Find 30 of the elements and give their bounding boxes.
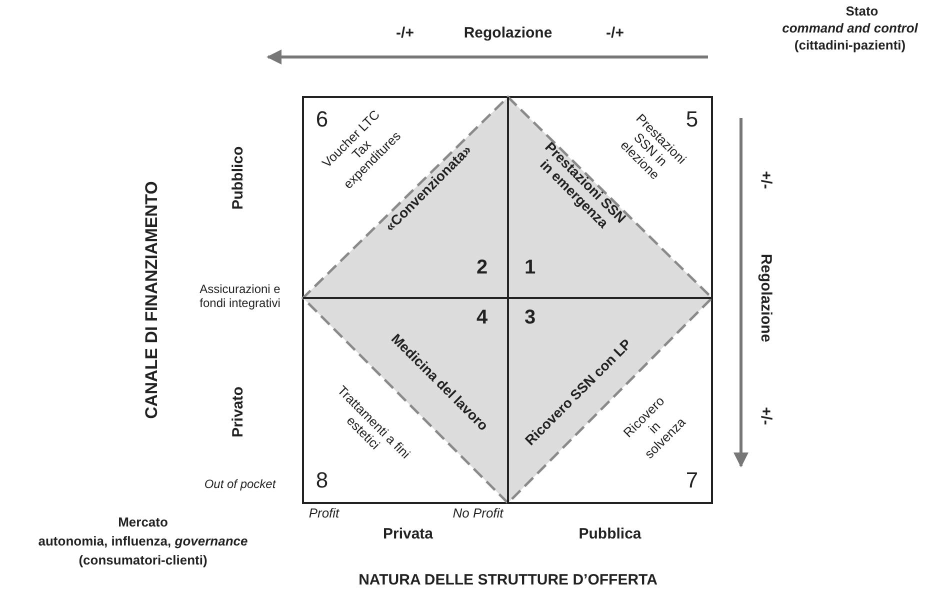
quadrant-number: 2 [476, 256, 488, 280]
quadrant-number: 4 [476, 306, 488, 330]
quadrant-number: 8 [316, 467, 328, 493]
heading-text: autonomia, influenza, governance [38, 534, 248, 550]
heading-text: command and control [782, 22, 918, 36]
axis-label: Regolazione [757, 254, 775, 342]
axis-label: Privata [382, 525, 434, 543]
axis-label: Regolazione [464, 24, 552, 42]
axis-tick-label: No Profit [452, 506, 504, 522]
heading-text: (cittadini-pazienti) [794, 38, 906, 54]
quadrant-number: 5 [686, 106, 698, 132]
sign-label: -/+ [396, 24, 414, 42]
side-note: Assicurazioni e fondi integrativi [198, 283, 282, 311]
axis-label: Pubblica [578, 525, 642, 543]
axis-title: NATURA DELLE STRUTTURE D’OFFERTA [358, 571, 658, 589]
axis-tick-label: Profit [308, 506, 340, 522]
quadrant-number: 1 [524, 256, 536, 280]
quadrant-number: 7 [686, 467, 698, 493]
heading-text: Stato [846, 4, 878, 20]
side-note: Out of pocket [204, 478, 276, 492]
heading-text: Mercato [118, 516, 168, 530]
heading-text: (consumatori-clienti) [78, 554, 208, 568]
axis-label: Privato [229, 386, 247, 438]
sign-label: +/- [757, 407, 775, 425]
quadrant-number: 6 [316, 106, 328, 132]
sign-label: -/+ [606, 24, 624, 42]
axis-label: Pubblico [229, 146, 247, 210]
sign-label: +/- [757, 171, 775, 189]
quadrant-number: 3 [524, 306, 536, 330]
axis-title: CANALE DI FINANZIAMENTO [142, 181, 162, 419]
